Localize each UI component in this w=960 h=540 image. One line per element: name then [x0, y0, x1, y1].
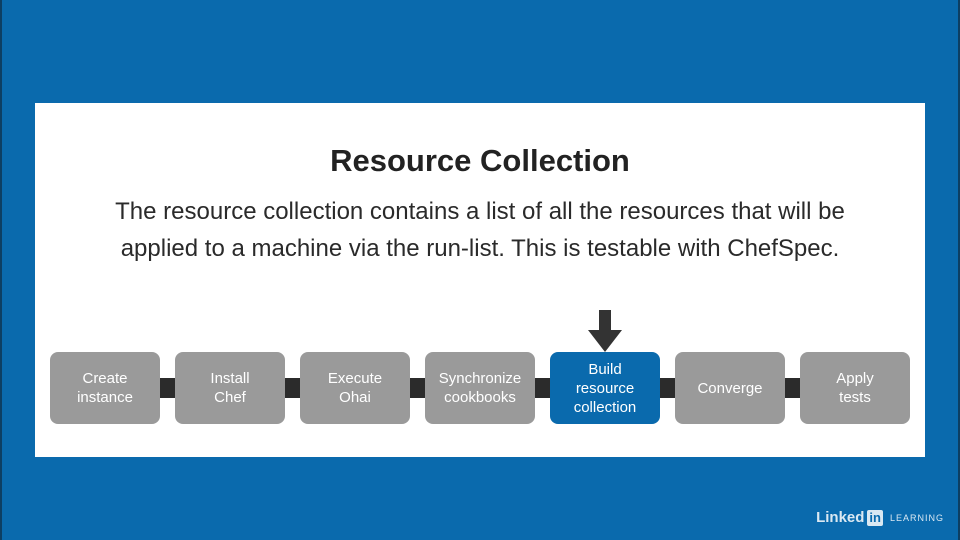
flow-step-4: Synchronize cookbooks — [425, 352, 535, 424]
flow-step-label: instance — [77, 389, 133, 406]
flow-step-label: Install — [210, 370, 250, 387]
flow-step-label: Chef — [214, 389, 246, 406]
flow-step-label: Converge — [697, 379, 763, 397]
brand-sub: LEARNING — [889, 512, 944, 523]
flow-step-label: Create — [82, 370, 128, 387]
frame-edge-left — [0, 0, 2, 540]
flow-step-label: tests — [839, 389, 871, 406]
slide-panel: Resource Collection The resource collect… — [35, 103, 925, 457]
flow-step-6: Converge — [675, 352, 785, 424]
flow-step-label: cookbooks — [444, 389, 516, 406]
frame-edge-right — [958, 0, 960, 540]
flow-step-label: resource — [575, 379, 635, 397]
flow-step-1: Create instance — [50, 352, 160, 424]
flow-step-label: collection — [573, 398, 637, 416]
down-arrow-icon — [588, 310, 622, 352]
flow-step-label: Execute — [327, 370, 383, 387]
brand-in-badge: in — [867, 509, 883, 526]
linkedin-learning-logo: Linked in LEARNING — [816, 509, 944, 526]
flow-step-label: Ohai — [339, 389, 371, 406]
slide-subtitle: The resource collection contains a list … — [115, 198, 845, 262]
flow-step-label: Synchronize — [438, 370, 522, 387]
brand-main: Linked — [816, 509, 865, 526]
flow-step-label: Apply — [836, 370, 874, 387]
flow-step-label: Build — [588, 360, 622, 378]
flow-step-7: Apply tests — [800, 352, 910, 424]
slide-title: Resource Collection — [330, 143, 630, 178]
